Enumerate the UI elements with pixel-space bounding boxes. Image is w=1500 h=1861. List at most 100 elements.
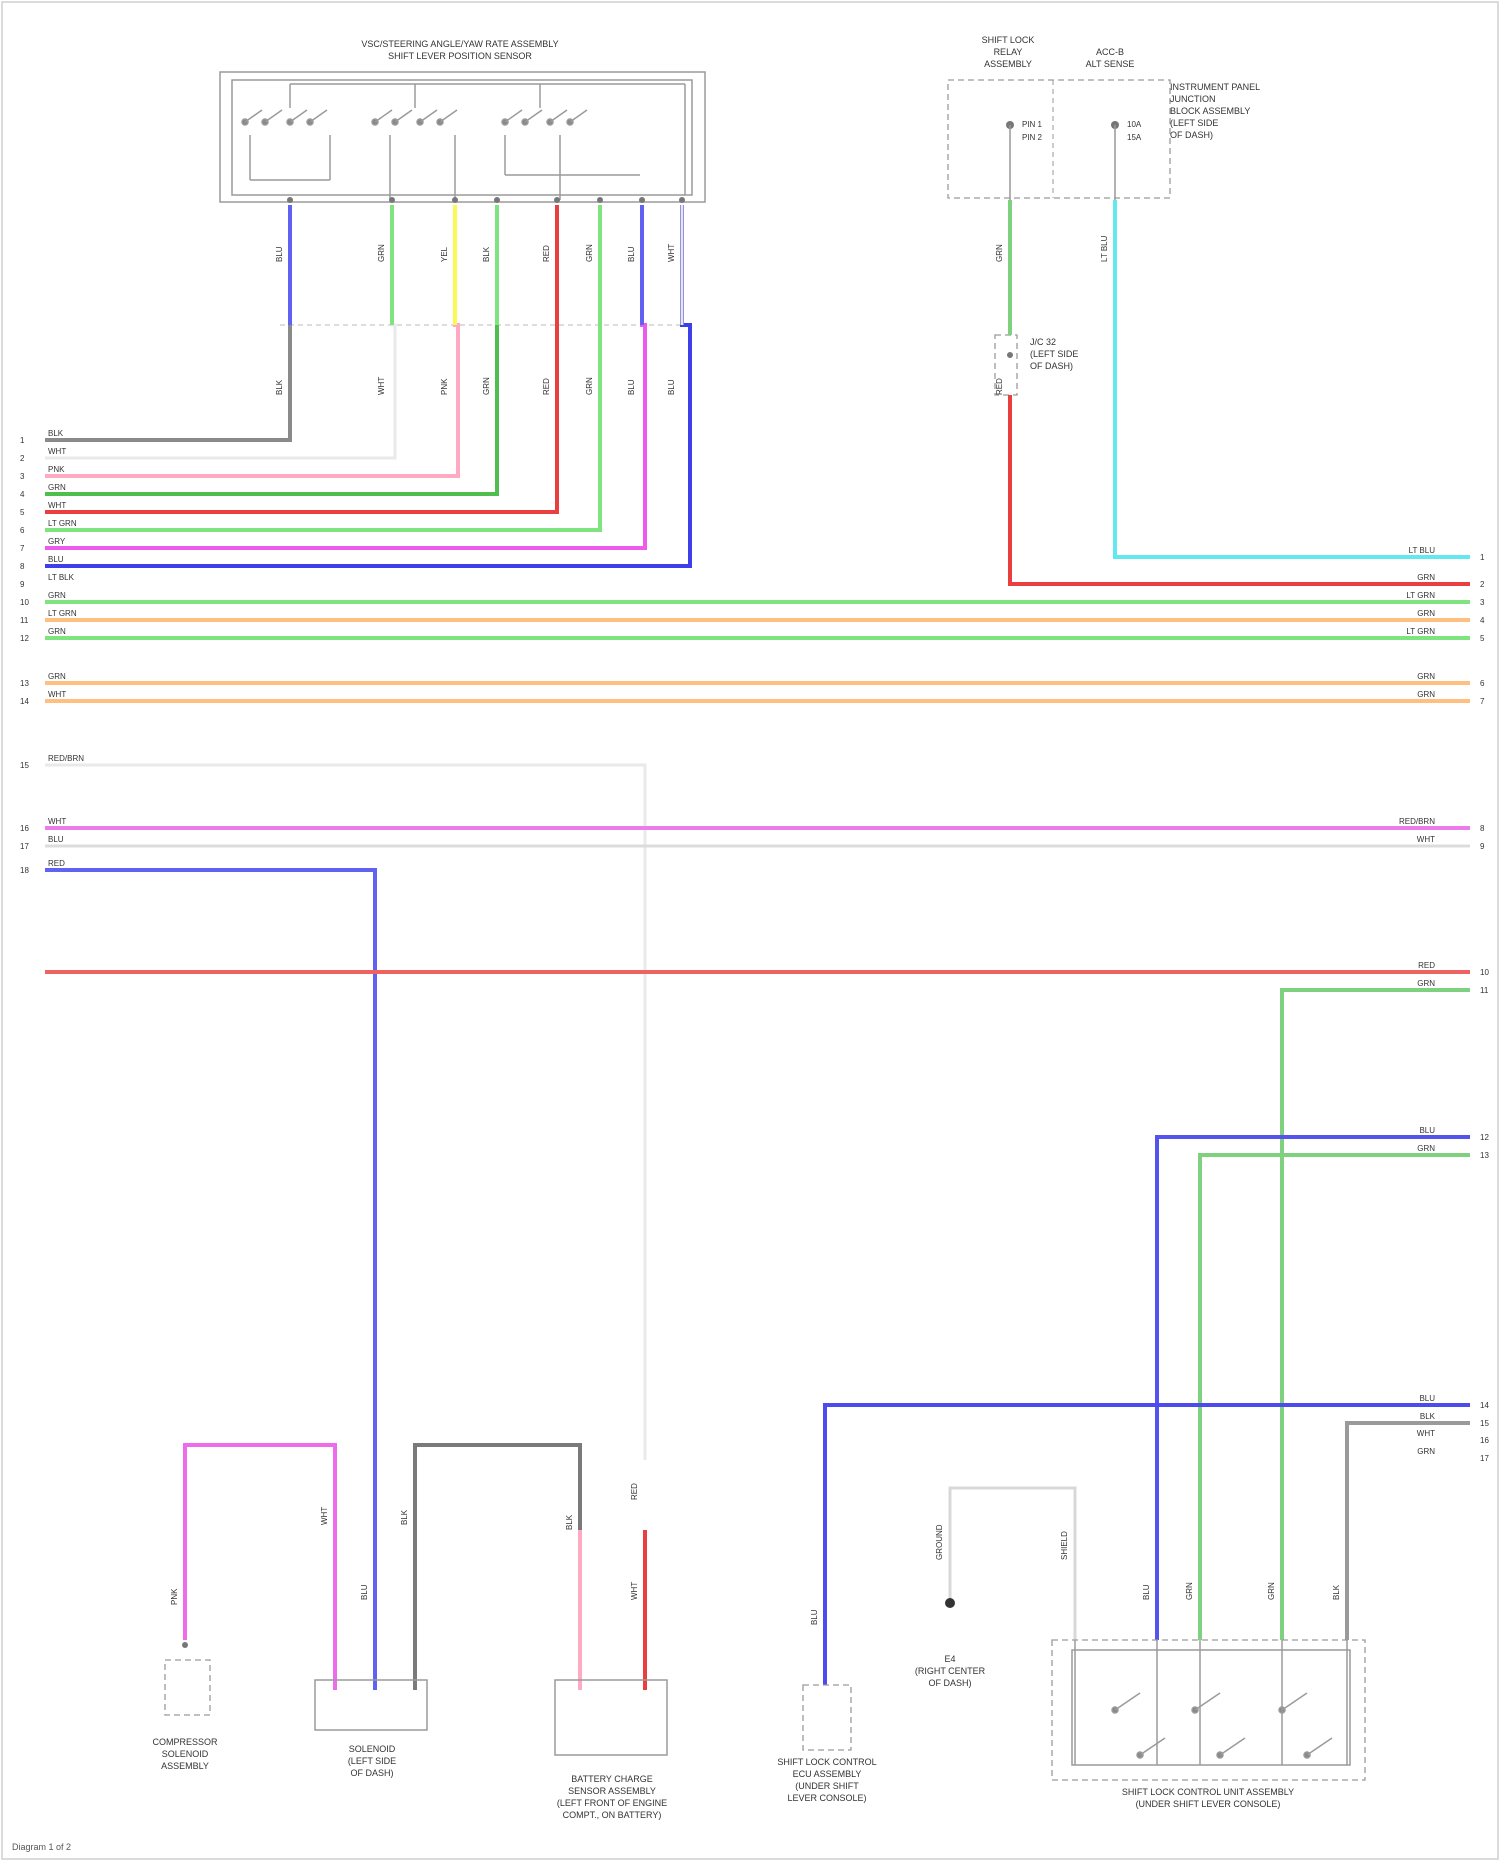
right-pin-label: BLU (1419, 1126, 1435, 1135)
wire-label-bottom: PNK (170, 1588, 179, 1605)
battery-sensor-label-3: (LEFT FRONT OF ENGINE (557, 1798, 667, 1808)
wire-label-top: GRN (585, 244, 594, 262)
right-pin-number: 7 (1480, 697, 1485, 706)
right-pin-label: WHT (1417, 835, 1435, 844)
top-switch-title-1: VSC/STEERING ANGLE/YAW RATE ASSEMBLY (361, 39, 558, 49)
right-pin-number: 17 (1480, 1454, 1489, 1463)
wire-label-bottom: BLK (565, 1514, 574, 1530)
right-pin-number: 14 (1480, 1401, 1489, 1410)
compressor-label-3: ASSEMBLY (161, 1761, 209, 1771)
right-pin-label: GRN (1417, 979, 1435, 988)
wire-label-top: WHT (667, 244, 676, 262)
left-pin-label: GRN (48, 483, 66, 492)
right-pin-number: 16 (1480, 1436, 1489, 1445)
left-pin-number: 14 (20, 697, 29, 706)
ground-label-1: E4 (944, 1654, 955, 1664)
left-pin-number: 7 (20, 544, 25, 553)
left-pin-number: 11 (20, 616, 29, 625)
bottom-wires (185, 1445, 1075, 1690)
right-pin-label: GRN (1417, 672, 1435, 681)
right-pin-number: 8 (1480, 824, 1485, 833)
splice-label-2: (LEFT SIDE (1030, 349, 1078, 359)
right-pin-label: GRN (1417, 573, 1435, 582)
left-pin-label: WHT (48, 690, 66, 699)
fuse-title-2: ALT SENSE (1086, 59, 1135, 69)
left-pin-number: 4 (20, 490, 25, 499)
wire-label-mid: RED (542, 378, 551, 395)
footer-text: Diagram 1 of 2 (12, 1842, 71, 1852)
right-pin-label: LT GRN (1406, 627, 1435, 636)
wire-label-bottom: WHT (630, 1582, 639, 1600)
wire-label-bottom: WHT (320, 1507, 329, 1525)
battery-sensor-label-4: COMPT., ON BATTERY) (563, 1810, 662, 1820)
left-pin-number: 15 (20, 761, 29, 770)
wire-label-bottom: RED (630, 1483, 639, 1500)
wire-label-top: GRN (377, 244, 386, 262)
left-pin-label: RED (48, 859, 65, 868)
wire-label-mid: BLK (275, 379, 284, 395)
wire-label-top: BLK (482, 246, 491, 262)
bottom-switch-label-1: SHIFT LOCK CONTROL UNIT ASSEMBLY (1122, 1787, 1294, 1797)
junction-block-label-4: (LEFT SIDE (1170, 118, 1218, 128)
right-top-wires (1010, 200, 1470, 584)
left-pin-label: BLU (48, 555, 64, 564)
right-pin-number: 13 (1480, 1151, 1489, 1160)
shift-sensor-label-2: ECU ASSEMBLY (793, 1769, 862, 1779)
left-pin-label: GRN (48, 627, 66, 636)
right-pin-label: GRN (1417, 1447, 1435, 1456)
left-pin-label: GRN (48, 591, 66, 600)
left-pin-label: WHT (48, 447, 66, 456)
left-pin-number: 12 (20, 634, 29, 643)
relay-pin-label-2: PIN 2 (1022, 133, 1043, 142)
right-pin-number: 15 (1480, 1419, 1489, 1428)
left-pin-label: PNK (48, 465, 65, 474)
right-pin-label: GRN (1417, 1144, 1435, 1153)
wire-label-mid: GRN (585, 377, 594, 395)
right-pin-label: BLK (1420, 1412, 1436, 1421)
left-pin-number: 3 (20, 472, 25, 481)
left-pin-label: GRY (48, 537, 66, 546)
compressor-label-1: COMPRESSOR (152, 1737, 218, 1747)
wire-label-top: LT BLU (1100, 235, 1109, 262)
left-pin-number: 16 (20, 824, 29, 833)
right-pin-label: GRN (1417, 690, 1435, 699)
left-pin-number: 5 (20, 508, 25, 517)
solenoid-label-1: SOLENOID (349, 1744, 396, 1754)
wire-label-mid: WHT (377, 377, 386, 395)
splice-label-3: OF DASH) (1030, 361, 1073, 371)
left-pin-label: BLU (48, 835, 64, 844)
shift-sensor-label-3: (UNDER SHIFT (795, 1781, 859, 1791)
left-pin-label: LT GRN (48, 519, 77, 528)
right-pin-number: 6 (1480, 679, 1485, 688)
junction-block-label-5: OF DASH) (1170, 130, 1213, 140)
wire-label-top: BLU (627, 246, 636, 262)
left-pin-number: 9 (20, 580, 25, 589)
fuse-title-1: ACC-B (1096, 47, 1124, 57)
right-pin-number: 5 (1480, 634, 1485, 643)
right-pin-number: 11 (1480, 986, 1489, 995)
wire-label-bottom: GRN (1185, 1582, 1194, 1600)
shift-lock-sensor-component: SHIFT LOCK CONTROL ECU ASSEMBLY (UNDER S… (777, 1685, 876, 1803)
left-pin-number: 1 (20, 436, 25, 445)
ground-component: E4 (RIGHT CENTER OF DASH) (915, 1598, 986, 1688)
bus-lines (45, 602, 1470, 1690)
bottom-switch-label-2: (UNDER SHIFT LEVER CONSOLE) (1136, 1799, 1281, 1809)
battery-sensor-label-2: SENSOR ASSEMBLY (568, 1786, 656, 1796)
junction-block-label-2: JUNCTION (1170, 94, 1216, 104)
right-pin-number: 10 (1480, 968, 1489, 977)
wire-label-bottom: BLK (400, 1509, 409, 1525)
wire-label-mid: RED (995, 378, 1004, 395)
left-pin-label: BLK (48, 429, 64, 438)
solenoid-label-2: (LEFT SIDE (348, 1756, 396, 1766)
right-pin-number: 3 (1480, 598, 1485, 607)
right-pin-label: RED/BRN (1399, 817, 1435, 826)
wire-label-bottom: BLK (1332, 1584, 1341, 1600)
right-pin-label: RED (1418, 961, 1435, 970)
left-pin-number: 10 (20, 598, 29, 607)
solenoid-component: SOLENOID (LEFT SIDE OF DASH) (315, 1680, 427, 1778)
ground-icon (945, 1598, 955, 1608)
left-pin-number: 2 (20, 454, 25, 463)
left-pin-number: 18 (20, 866, 29, 875)
